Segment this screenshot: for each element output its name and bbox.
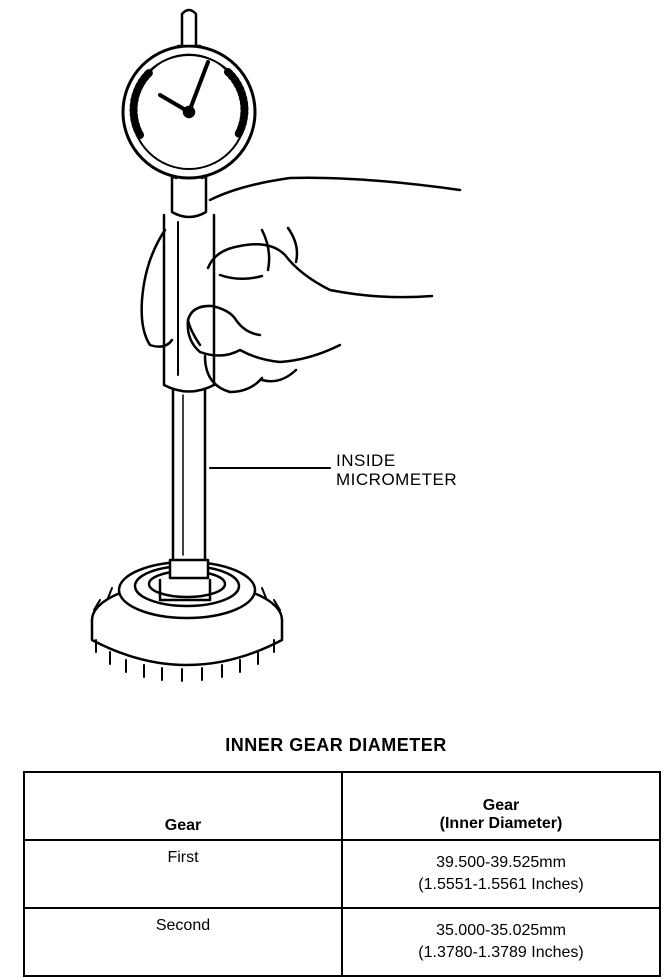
inside-micrometer-illustration	[90, 8, 462, 682]
gear-icon	[90, 560, 284, 682]
callout-line-1: INSIDE	[336, 451, 396, 470]
diameter-cell: 39.500-39.525mm (1.5551-1.5561 Inches)	[341, 839, 661, 909]
diameter-inches: (1.3780-1.3789 Inches)	[418, 944, 584, 961]
table-title: INNER GEAR DIAMETER	[225, 735, 447, 755]
header-gear: Gear	[23, 771, 343, 841]
callout-line-2: MICROMETER	[336, 470, 458, 489]
header-diameter-line-2: (Inner Diameter)	[439, 815, 563, 832]
table-row: First 39.500-39.525mm (1.5551-1.5561 Inc…	[23, 839, 661, 909]
table-row: Second 35.000-35.025mm (1.3780-1.3789 In…	[23, 907, 661, 977]
gear-cell: Second	[23, 907, 343, 977]
diameter-mm: 39.500-39.525mm	[436, 854, 566, 871]
inner-gear-diameter-table: Gear Gear (Inner Diameter) First 39.500-…	[23, 771, 661, 977]
diameter-inches: (1.5551-1.5561 Inches)	[418, 876, 584, 893]
header-diameter-line-1: Gear	[482, 797, 520, 814]
diameter-mm: 35.000-35.025mm	[436, 922, 566, 939]
diameter-cell: 35.000-35.025mm (1.3780-1.3789 Inches)	[341, 907, 661, 977]
table-header-row: Gear Gear (Inner Diameter)	[23, 771, 661, 841]
inside-micrometer-label: INSIDE MICROMETER	[336, 451, 457, 489]
gear-cell: First	[23, 839, 343, 909]
dial-gauge-icon	[121, 8, 257, 180]
hand-illustration	[140, 176, 462, 394]
header-inner-diameter: Gear (Inner Diameter)	[341, 771, 661, 841]
